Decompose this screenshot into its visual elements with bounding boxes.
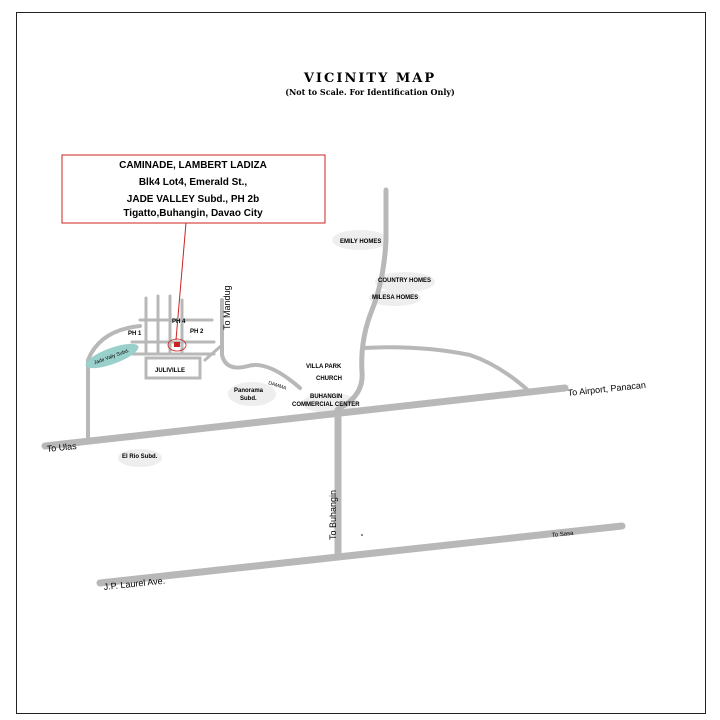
juliville-block xyxy=(144,356,202,380)
owner-address-lot: Blk4 Lot4, Emerald St., xyxy=(139,177,248,188)
road-branch-east xyxy=(362,345,532,394)
road-jade-loop xyxy=(86,324,142,440)
owner-address-subd: JADE VALLEY Subd., PH 2b xyxy=(127,194,259,205)
label-to-sasa: To Sasa xyxy=(552,531,575,539)
road-jp-laurel xyxy=(96,522,626,587)
label-to-ulas: To Ulas xyxy=(46,441,77,454)
emily-homes-area xyxy=(332,230,388,250)
label-jp-laurel: J.P. Laurel Ave. xyxy=(103,576,165,592)
label-to-mandug: To Mandug xyxy=(222,285,232,330)
road-sub-link xyxy=(203,343,224,362)
owner-address-city: Tigatto,Buhangin, Davao City xyxy=(123,208,263,219)
el-rio-area xyxy=(118,449,162,467)
label-villa-park: VILLA PARK xyxy=(306,364,342,370)
label-ph1: PH 1 xyxy=(128,331,142,337)
map-title: VICINITY MAP xyxy=(303,71,436,86)
label-to-buhangin: To Buhangin xyxy=(328,490,338,540)
label-damma: DAMMA xyxy=(267,380,287,392)
label-panorama: Panorama xyxy=(234,388,264,394)
label-juliville: JULIVILLE xyxy=(155,368,185,374)
owner-name: CAMINADE, LAMBERT LADIZA xyxy=(119,160,267,171)
map-frame xyxy=(16,12,706,714)
road-north xyxy=(337,187,389,411)
jade-valley-area xyxy=(85,343,139,369)
map-subtitle: (Not to Scale. For Identification Only) xyxy=(285,87,455,97)
map-dot xyxy=(361,534,363,536)
label-emily-homes: EMILY HOMES xyxy=(340,239,381,245)
country-homes-area xyxy=(375,272,435,292)
label-ph4: PH 4 xyxy=(172,319,186,325)
property-marker xyxy=(174,342,180,347)
road-mandug xyxy=(220,298,302,390)
label-country-homes: COUNTRY HOMES xyxy=(378,278,431,284)
label-el-rio: El Rio Subd. xyxy=(122,454,158,460)
label-church: CHURCH xyxy=(316,376,342,382)
road-ulas-airport xyxy=(41,384,569,450)
label-commercial-center: COMMERCIAL CENTER xyxy=(292,402,360,408)
panorama-area xyxy=(228,382,276,406)
property-marker-ring xyxy=(167,338,187,352)
label-to-airport: To Airport, Panacan xyxy=(567,380,646,398)
label-panorama-subd: Subd. xyxy=(240,396,257,402)
label-milesa-homes: MILESA HOMES xyxy=(372,295,418,301)
label-ph2: PH 2 xyxy=(190,329,204,335)
milesa-homes-area xyxy=(369,290,421,306)
label-buhangin: BUHANGIN xyxy=(310,394,342,400)
owner-callout-box xyxy=(61,154,326,224)
